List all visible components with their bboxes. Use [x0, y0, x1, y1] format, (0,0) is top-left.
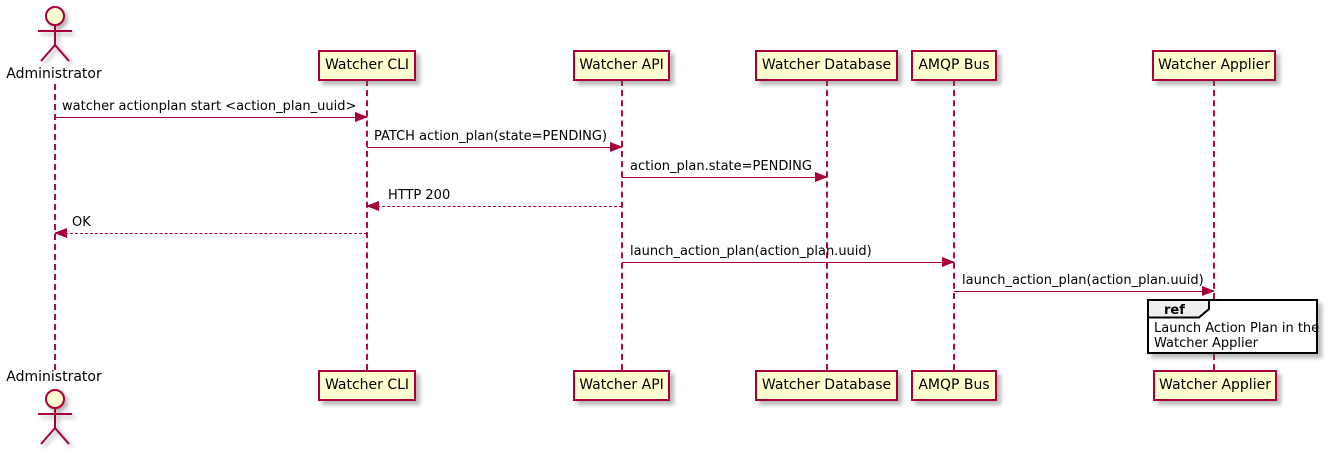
lifeline-watcher-cli [366, 80, 368, 370]
message-line-dashed [55, 233, 367, 234]
message-patch-action-plan: PATCH action_plan(state=PENDING) [367, 129, 623, 152]
participant-amqp-bus-bottom: AMQP Bus [911, 370, 997, 401]
message-patch-action-plan-label: PATCH action_plan(state=PENDING) [374, 129, 608, 144]
arrowhead-left-icon [54, 228, 67, 238]
lifeline-watcher-api [621, 80, 623, 370]
message-state-pending: action_plan.state=PENDING [622, 159, 828, 182]
arrowhead-right-icon [942, 257, 955, 267]
administrator-actor-icon [38, 6, 72, 62]
ref-fragment: ref Launch Action Plan in the Watcher Ap… [1147, 299, 1320, 354]
participant-watcher-database-top: Watcher Database [755, 50, 898, 81]
message-line [622, 262, 954, 263]
message-launch-action-plan-bus: launch_action_plan(action_plan.uuid) [954, 273, 1215, 296]
lifeline-watcher-applier [1213, 80, 1215, 370]
message-line [55, 117, 367, 118]
participant-watcher-applier-bottom: Watcher Applier [1153, 370, 1277, 401]
actor-administrator-label-top: Administrator [6, 66, 102, 82]
message-launch-action-plan-api: launch_action_plan(action_plan.uuid) [622, 244, 955, 267]
actor-administrator-label-bottom: Administrator [6, 369, 102, 385]
message-ok: OK [54, 215, 367, 238]
arrowhead-left-icon [366, 201, 379, 211]
ref-tab-label: ref [1164, 303, 1185, 318]
message-line [622, 177, 827, 178]
lifeline-watcher-database [826, 80, 828, 370]
participant-watcher-api-top: Watcher API [573, 50, 670, 81]
ref-tab: ref [1147, 299, 1210, 319]
arrowhead-right-icon [355, 112, 368, 122]
participant-watcher-api-bottom: Watcher API [573, 370, 670, 401]
message-line [954, 291, 1214, 292]
participant-amqp-bus-top: AMQP Bus [911, 50, 997, 81]
message-state-pending-label: action_plan.state=PENDING [630, 159, 812, 174]
message-http-200-label: HTTP 200 [388, 188, 451, 203]
administrator-actor-icon [38, 389, 72, 445]
lifeline-administrator [54, 84, 56, 370]
message-line-dashed [367, 206, 622, 207]
message-start-actionplan-label: watcher actionplan start <action_plan_uu… [62, 99, 357, 114]
participant-watcher-applier-top: Watcher Applier [1152, 50, 1276, 81]
message-launch-action-plan-api-label: launch_action_plan(action_plan.uuid) [630, 244, 872, 259]
message-ok-label: OK [72, 215, 91, 230]
participant-watcher-cli-bottom: Watcher CLI [318, 370, 416, 401]
lifeline-amqp-bus [953, 80, 955, 370]
message-line [367, 147, 622, 148]
participant-watcher-cli-top: Watcher CLI [318, 50, 416, 81]
message-launch-action-plan-bus-label: launch_action_plan(action_plan.uuid) [962, 273, 1204, 288]
ref-text-line2: Watcher Applier [1154, 336, 1258, 351]
arrowhead-right-icon [610, 142, 623, 152]
ref-text-line1: Launch Action Plan in the [1154, 321, 1320, 336]
participant-watcher-database-bottom: Watcher Database [755, 370, 898, 401]
message-start-actionplan: watcher actionplan start <action_plan_uu… [55, 99, 368, 122]
arrowhead-right-icon [815, 172, 828, 182]
message-http-200: HTTP 200 [366, 188, 622, 211]
arrowhead-right-icon [1202, 286, 1215, 296]
